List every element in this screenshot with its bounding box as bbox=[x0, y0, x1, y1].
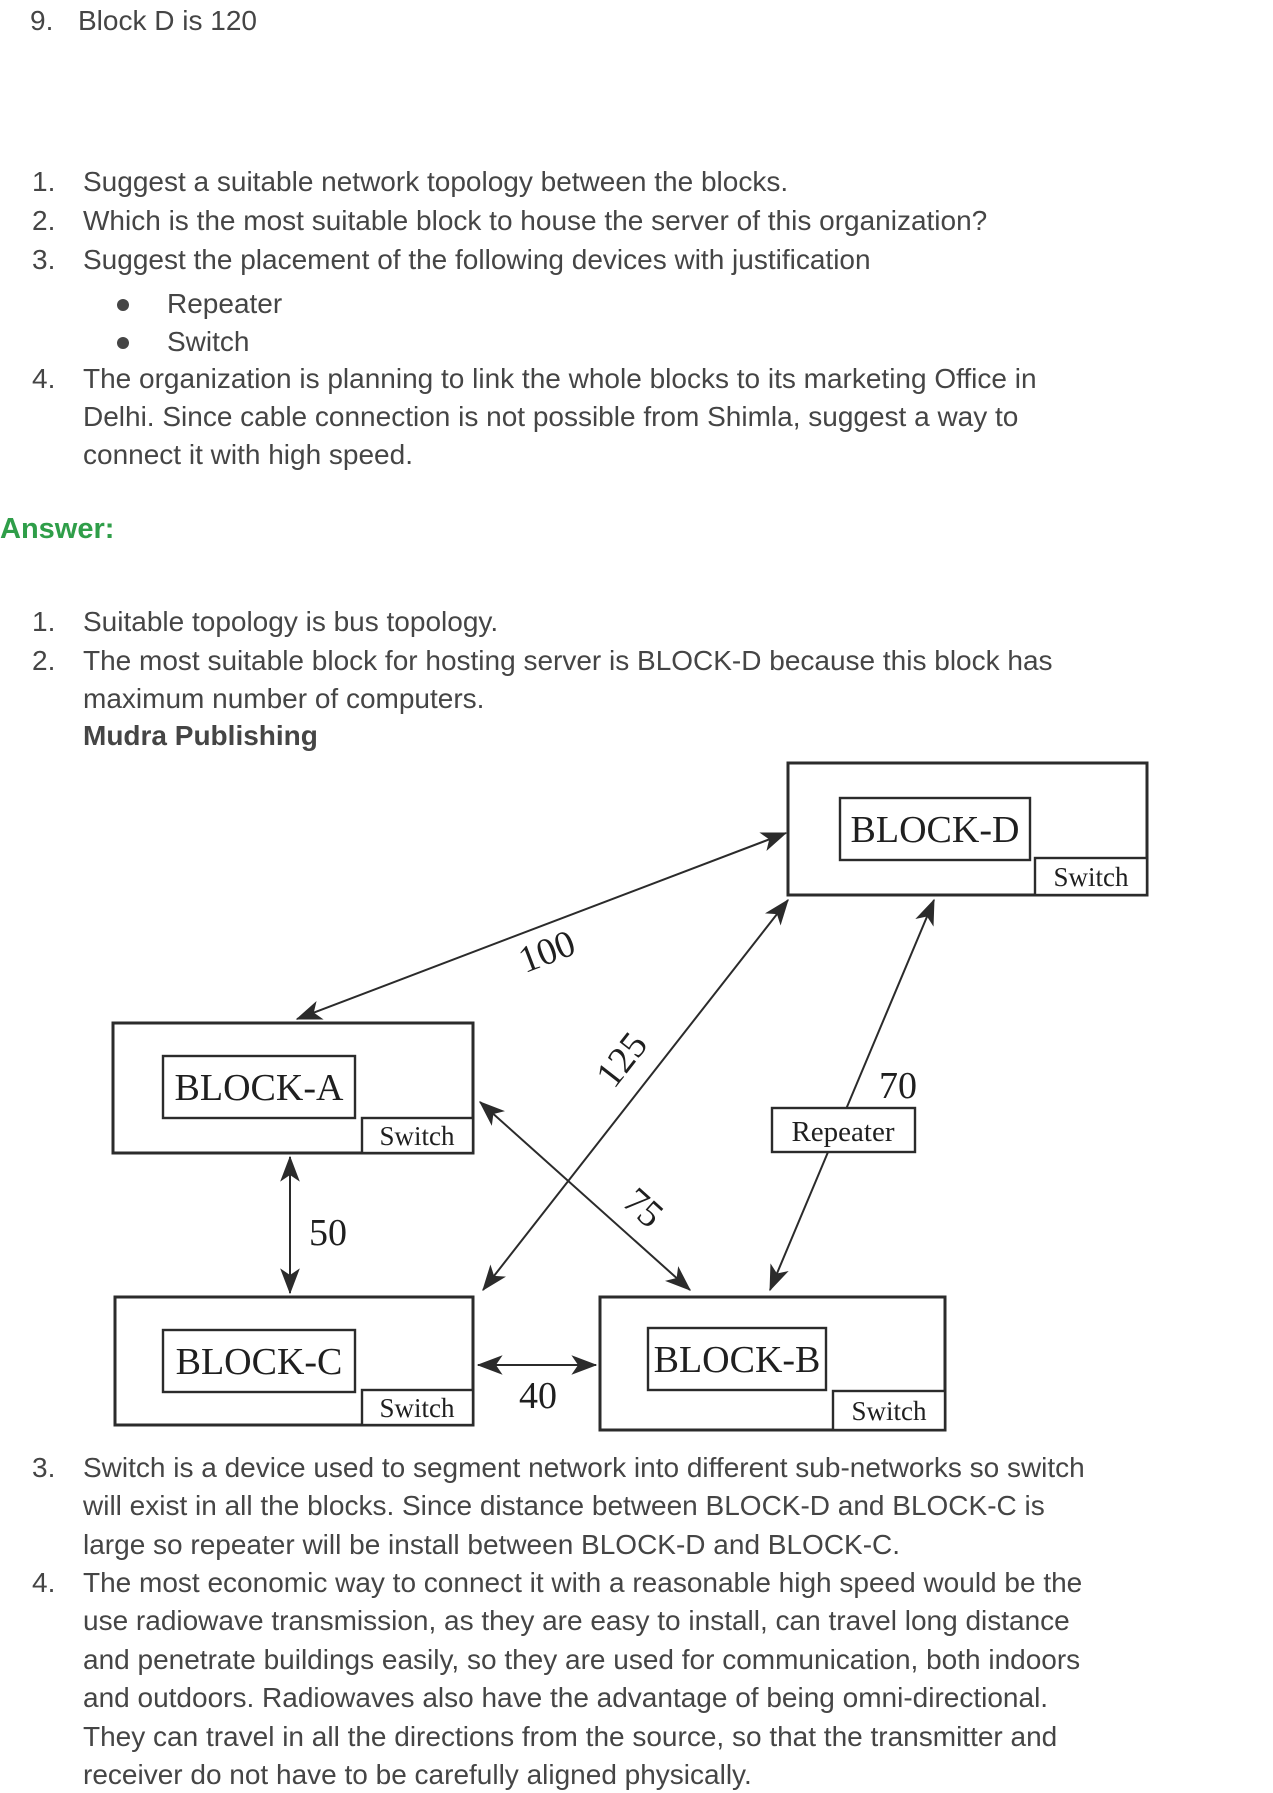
question-text-continued: Delhi. Since cable connection is not pos… bbox=[83, 401, 1019, 432]
repeater-label: Repeater bbox=[791, 1116, 894, 1148]
distance-label-c-b: 40 bbox=[519, 1375, 557, 1417]
question-text: Suggest a suitable network topology betw… bbox=[83, 166, 789, 197]
answer-number: 1. bbox=[32, 606, 56, 637]
answer-text-continued: and outdoors. Radiowaves also have the a… bbox=[83, 1682, 1049, 1713]
block-d-label: BLOCK-D bbox=[851, 809, 1020, 851]
repeater-box bbox=[770, 1106, 917, 1154]
answer-item: 4. The most economic way to connect it w… bbox=[0, 1567, 1273, 1601]
answer-item: 1. Suitable topology is bus topology. bbox=[0, 606, 1273, 640]
answer-text-continued: large so repeater will be install betwee… bbox=[83, 1529, 901, 1560]
answer-text-continued: They can travel in all the directions fr… bbox=[83, 1721, 1058, 1752]
block-d-switch-label: Switch bbox=[1053, 862, 1129, 892]
block-a-label: BLOCK-A bbox=[175, 1067, 344, 1109]
answer-text-continued: use radiowave transmission, as they are … bbox=[83, 1605, 1070, 1636]
block-d: BLOCK-D Switch bbox=[786, 761, 1149, 897]
block-b-switch-label: Switch bbox=[851, 1396, 927, 1426]
edge-blockD-blockC bbox=[482, 898, 789, 1292]
distance-label-c-d: 125 bbox=[588, 1025, 656, 1096]
block-d-label-box bbox=[838, 796, 1032, 862]
bullet-item: Switch bbox=[0, 326, 1273, 360]
distance-label-b-d: 70 bbox=[879, 1065, 917, 1107]
repeater: Repeater bbox=[770, 1106, 917, 1154]
bullet-text: Repeater bbox=[167, 288, 283, 319]
edge-blockD-blockB-via-repeater bbox=[769, 898, 935, 1292]
distance-label-a-c: 50 bbox=[309, 1212, 347, 1254]
answer-text: The most economic way to connect it with… bbox=[83, 1567, 1083, 1598]
answer-text-continued: and penetrate buildings easily, so they … bbox=[83, 1644, 1081, 1675]
answer-text-continued: maximum number of computers. bbox=[83, 683, 485, 714]
answer-item: 3. Switch is a device used to segment ne… bbox=[0, 1452, 1273, 1486]
question-text: The organization is planning to link the… bbox=[83, 363, 1037, 394]
bullet-icon bbox=[117, 299, 129, 311]
block-d-switch-box bbox=[1033, 856, 1149, 897]
bullet-text: Switch bbox=[167, 326, 250, 357]
block-a: BLOCK-A Switch bbox=[111, 1021, 475, 1155]
block-b-switch-box bbox=[831, 1389, 947, 1432]
distance-label-a-d: 100 bbox=[513, 922, 581, 982]
edge-blockA-blockD bbox=[295, 832, 788, 1020]
answer-number: 3. bbox=[32, 1452, 56, 1483]
block-b-label: BLOCK-B bbox=[654, 1339, 821, 1381]
question-number: 2. bbox=[32, 205, 56, 236]
block-a-label-box bbox=[161, 1054, 357, 1120]
question-item: 4. The organization is planning to link … bbox=[0, 363, 1273, 397]
question-text: Which is the most suitable block to hous… bbox=[83, 205, 988, 236]
bullet-item: Repeater bbox=[0, 288, 1273, 322]
question-item: 2. Which is the most suitable block to h… bbox=[0, 205, 1273, 239]
publisher-note: Mudra Publishing bbox=[83, 720, 318, 751]
question-item: 3. Suggest the placement of the followin… bbox=[0, 244, 1273, 278]
block-c-switch-label: Switch bbox=[379, 1393, 455, 1423]
question-text: Suggest the placement of the following d… bbox=[83, 244, 871, 275]
intro-item-text: Block D is 120 bbox=[78, 5, 257, 36]
question-number: 1. bbox=[32, 166, 56, 197]
answer-item: 2. The most suitable block for hosting s… bbox=[0, 645, 1273, 679]
block-a-switch-box bbox=[360, 1116, 475, 1155]
question-text-continued: connect it with high speed. bbox=[83, 439, 413, 470]
answer-heading: Answer: bbox=[0, 513, 115, 545]
answer-text: Switch is a device used to segment netwo… bbox=[83, 1452, 1085, 1483]
distance-label-a-b: 75 bbox=[615, 1180, 671, 1237]
block-c: BLOCK-C Switch bbox=[113, 1295, 475, 1427]
bullet-icon bbox=[117, 337, 129, 349]
question-number: 4. bbox=[32, 363, 56, 394]
block-c-label: BLOCK-C bbox=[176, 1341, 343, 1383]
block-b-label-box bbox=[646, 1326, 828, 1392]
question-item: 1. Suggest a suitable network topology b… bbox=[0, 166, 1273, 200]
intro-item-number: 9. bbox=[30, 5, 54, 36]
block-b: BLOCK-B Switch bbox=[598, 1295, 947, 1432]
answer-text-continued: will exist in all the blocks. Since dist… bbox=[83, 1490, 1045, 1521]
answer-text: The most suitable block for hosting serv… bbox=[83, 645, 1053, 676]
intro-item: 9. Block D is 120 bbox=[0, 5, 1273, 39]
answer-number: 4. bbox=[32, 1567, 56, 1598]
block-c-label-box bbox=[161, 1328, 357, 1394]
block-a-switch-label: Switch bbox=[379, 1121, 455, 1151]
answer-number: 2. bbox=[32, 645, 56, 676]
answer-text: Suitable topology is bus topology. bbox=[83, 606, 499, 637]
block-c-switch-box bbox=[360, 1388, 475, 1427]
question-number: 3. bbox=[32, 244, 56, 275]
answer-text-continued: receiver do not have to be carefully ali… bbox=[83, 1759, 752, 1790]
